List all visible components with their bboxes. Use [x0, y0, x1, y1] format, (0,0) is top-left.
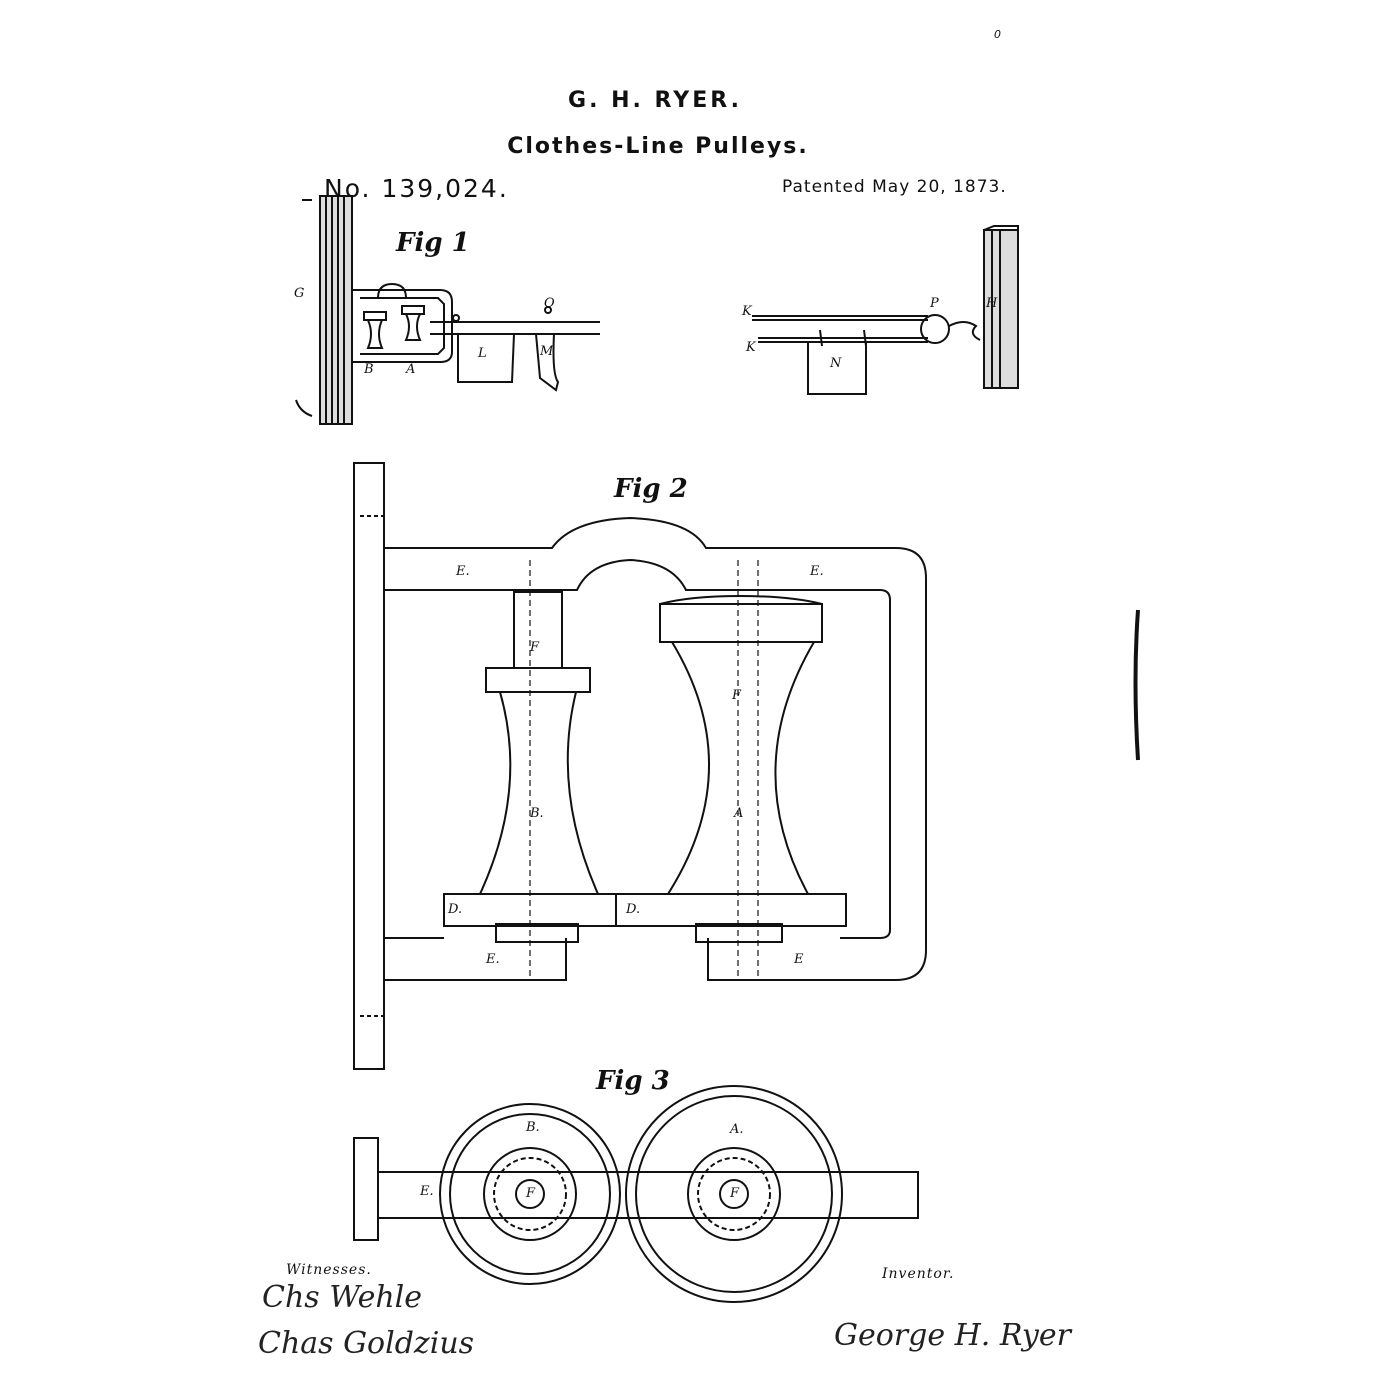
fig2-part-label: F — [530, 640, 540, 655]
fig1-part-label: G — [294, 286, 305, 301]
corner-mark: 0 — [994, 28, 1001, 41]
fig2-part-label: A — [734, 806, 744, 821]
witnesses-caption: Witnesses. — [286, 1262, 372, 1278]
fig3-part-label: A. — [730, 1122, 744, 1137]
witness-signature-2: Chas Goldzius — [258, 1326, 475, 1361]
fig1-label: Fig 1 — [396, 228, 470, 258]
patent-date: Patented May 20, 1873. — [782, 177, 1007, 197]
fig2-label: Fig 2 — [614, 474, 688, 504]
inventor-caption: Inventor. — [882, 1266, 955, 1282]
fig3-label: Fig 3 — [596, 1066, 670, 1096]
patent-title: Clothes-Line Pulleys. — [507, 134, 809, 159]
fig1-right-drawing — [752, 225, 1019, 395]
fig1-part-label: B — [364, 362, 374, 377]
fig3-part-label: E. — [420, 1184, 434, 1199]
fig1-part-label: M — [540, 344, 554, 359]
fig3-part-label: B. — [526, 1120, 540, 1135]
fig1-part-label: O — [544, 296, 555, 311]
fig1-part-label: K — [742, 304, 752, 319]
fig1-part-label: H — [986, 296, 998, 311]
fig2-part-label: F — [732, 688, 742, 703]
fig3-part-label: F — [526, 1186, 536, 1201]
fig3-part-label: F — [730, 1186, 740, 1201]
fig2-part-label: E. — [456, 564, 470, 579]
fig2-part-label: E — [794, 952, 804, 967]
fig2-part-label: E. — [810, 564, 824, 579]
fig1-part-label: N — [830, 356, 842, 371]
fig1-part-label: P — [930, 296, 939, 311]
fig2-part-label: D. — [626, 902, 641, 917]
fig2-part-label: B. — [530, 806, 544, 821]
fig1-part-label: L — [478, 346, 487, 361]
fig3-drawing — [353, 1085, 919, 1303]
fig2-part-label: E. — [486, 952, 500, 967]
witness-signature-1: Chs Wehle — [262, 1280, 423, 1315]
fig2-drawing — [353, 462, 927, 1070]
patent-number: No. 139,024. — [324, 174, 509, 203]
inventor-signature: George H. Ryer — [834, 1318, 1071, 1353]
fig1-part-label: A — [406, 362, 416, 377]
fig1-part-label: K — [746, 340, 756, 355]
fig1-left-drawing — [295, 195, 600, 425]
fig2-part-label: D. — [448, 902, 463, 917]
inventor-name: G. H. RYER. — [568, 88, 742, 113]
